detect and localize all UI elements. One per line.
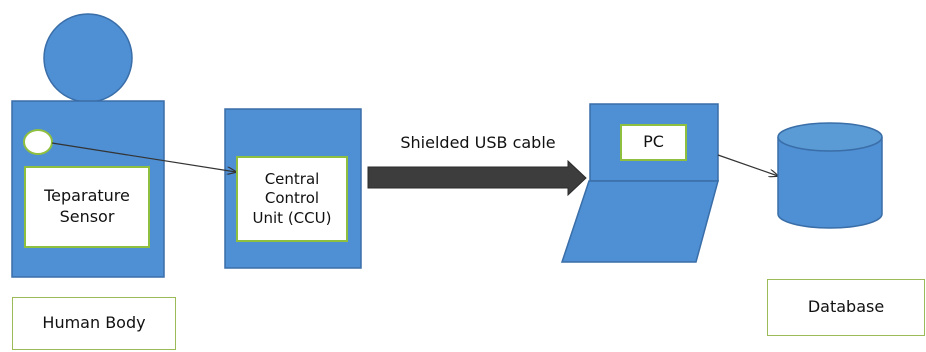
sensor-label: Teparature Sensor	[44, 186, 130, 226]
sensor-label-box: Teparature Sensor	[24, 166, 150, 248]
human-body-caption: Human Body	[42, 313, 146, 333]
database-caption: Database	[807, 297, 885, 317]
database-cylinder-top	[777, 122, 883, 152]
pc-to-database-connector	[717, 154, 778, 176]
pc-label: PC	[643, 132, 664, 152]
sensor-to-ccu-connector	[51, 142, 236, 172]
ccu-label-box: Central Control Unit (CCU)	[236, 156, 348, 242]
database-cylinder-shape	[777, 137, 883, 229]
ccu-label: Central Control Unit (CCU)	[252, 169, 332, 227]
pc-keyboard-shape	[560, 180, 719, 263]
human-body-caption-box: Human Body	[12, 297, 176, 350]
human-head-shape	[43, 13, 133, 103]
pc-label-box: PC	[620, 124, 687, 161]
usb-cable-arrow	[367, 159, 587, 197]
database-caption-box: Database	[767, 279, 925, 336]
sensor-node-icon	[23, 129, 53, 155]
cable-label-box: Shielded USB cable	[378, 130, 578, 156]
cable-label: Shielded USB cable	[400, 132, 556, 152]
